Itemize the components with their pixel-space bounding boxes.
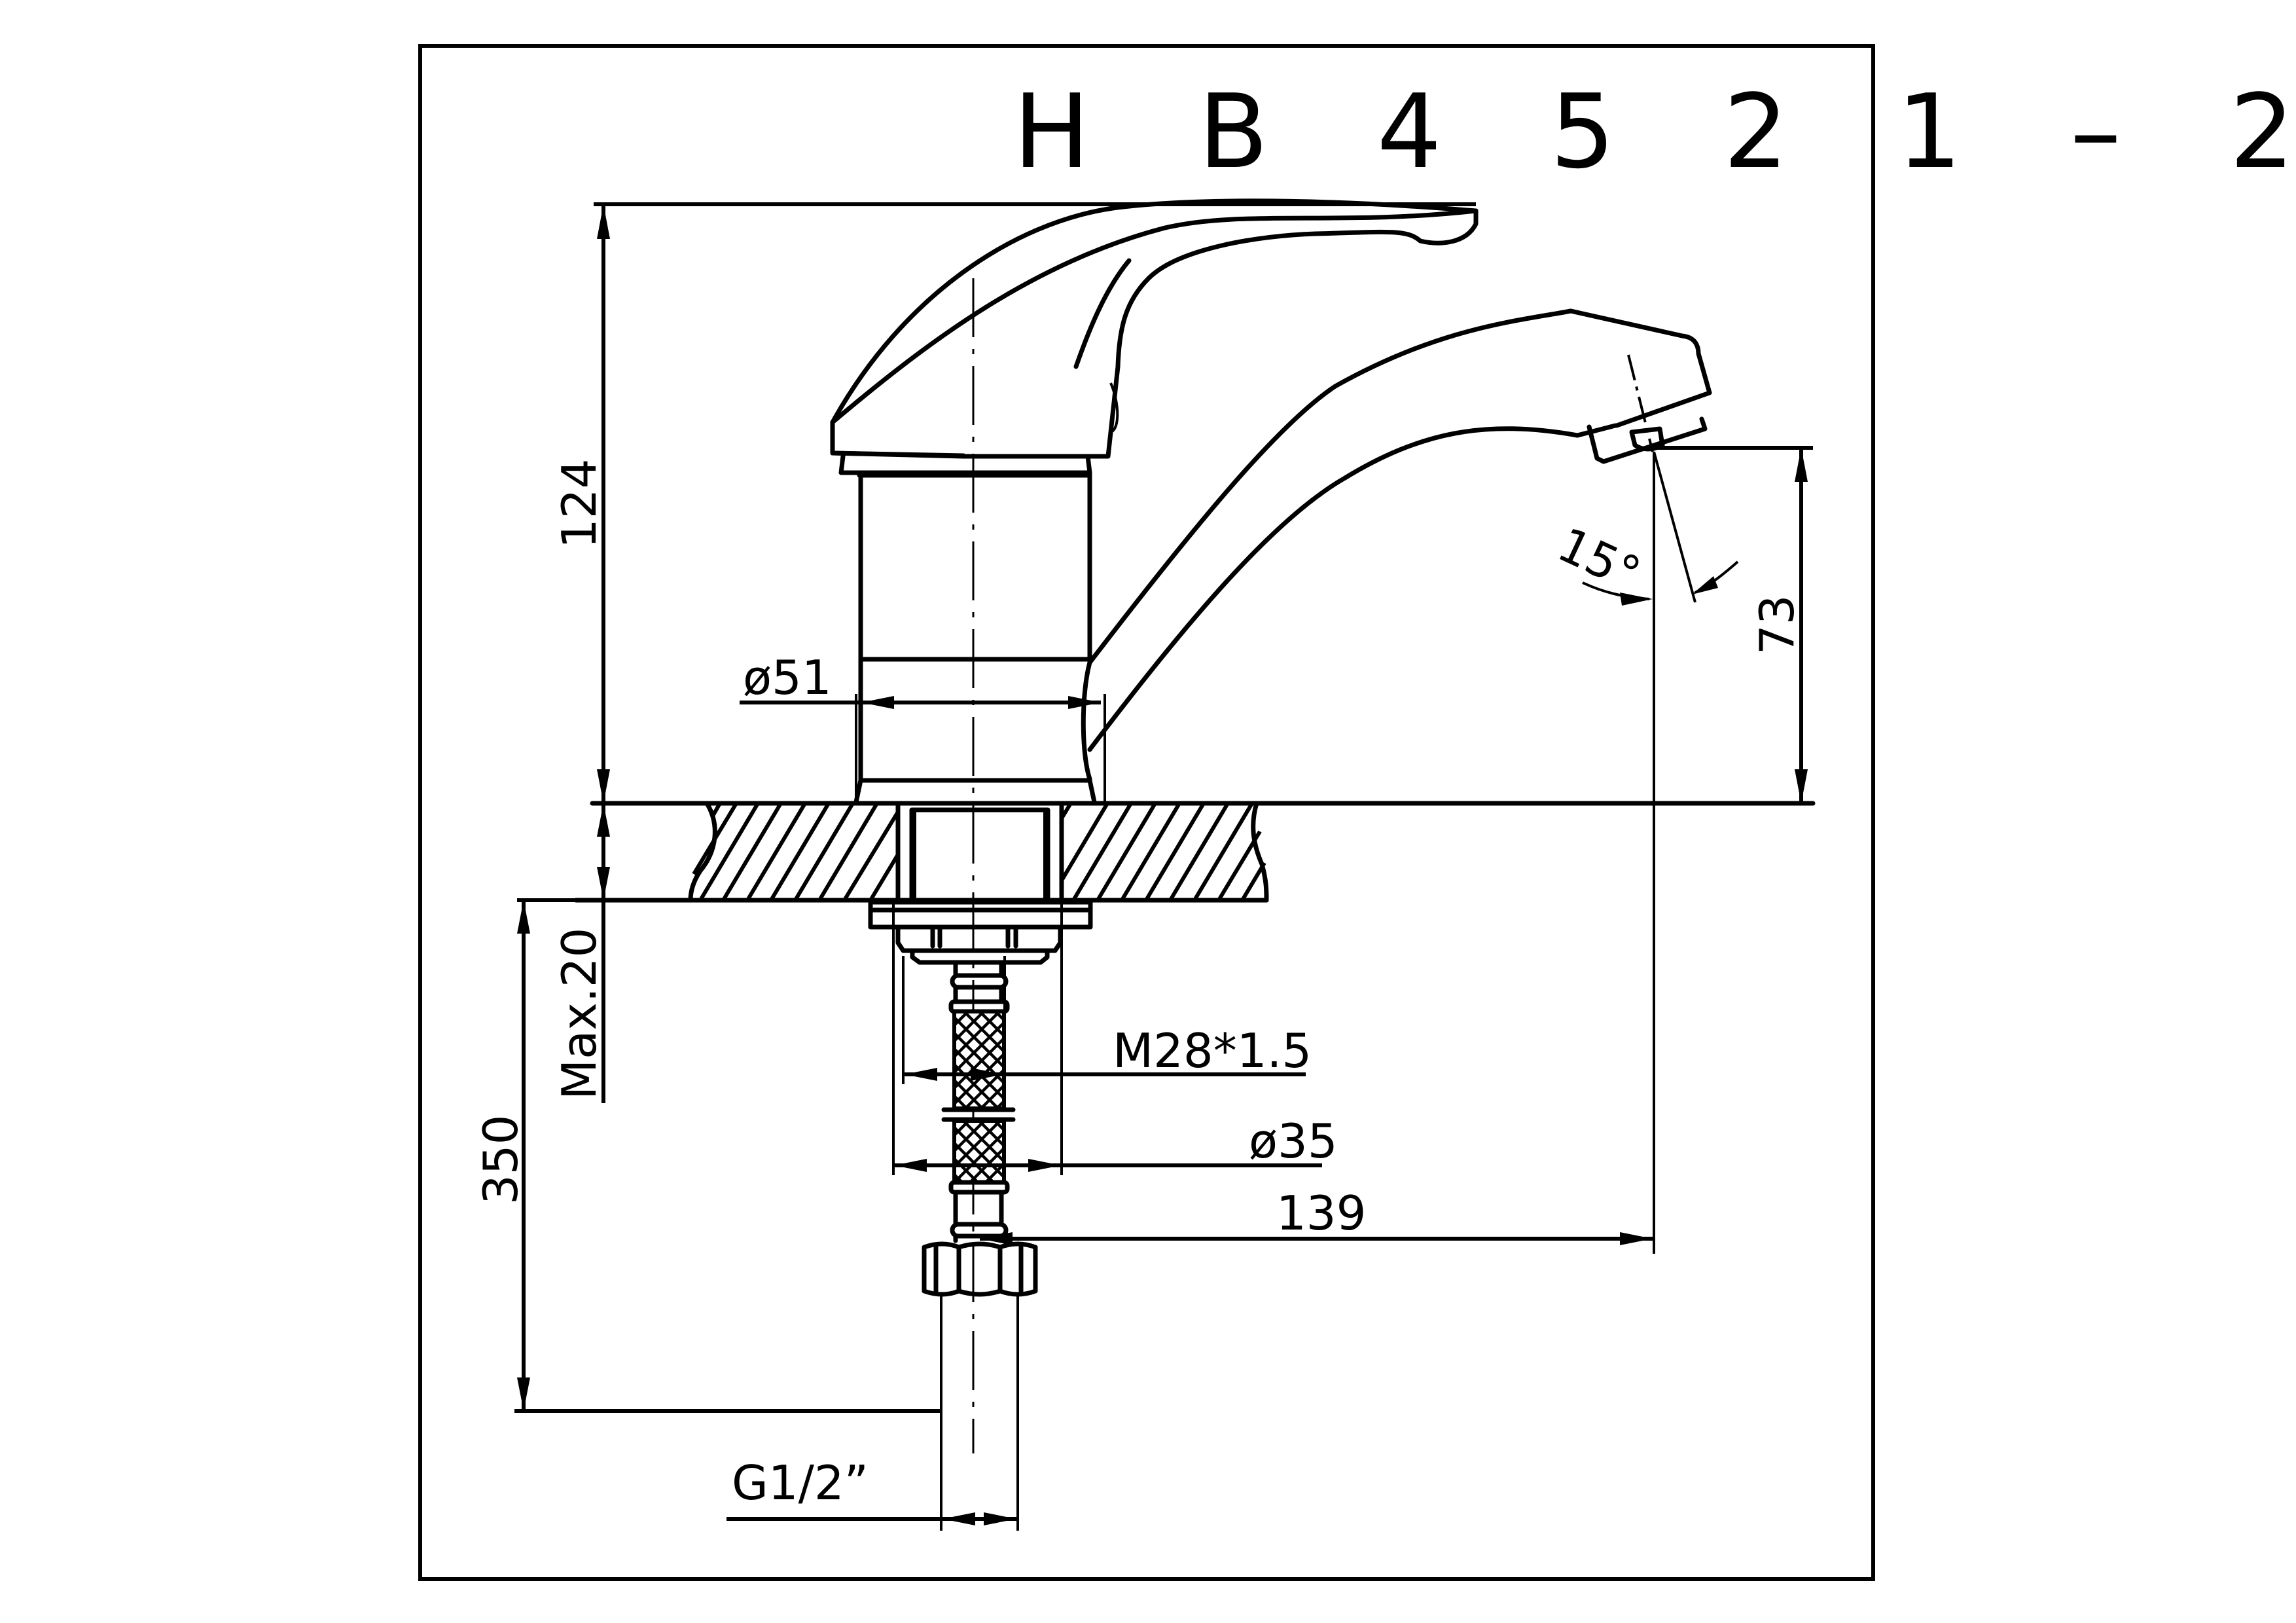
- hose-fitting-nut: [922, 1241, 1038, 1531]
- svg-text:ø51: ø51: [743, 650, 832, 705]
- dimension-mount-thread: M28*1.5: [902, 956, 1312, 1084]
- dimension-hose-length: 350: [473, 898, 942, 1413]
- section-hatching: [692, 802, 1266, 902]
- svg-text:M28*1.5: M28*1.5: [1113, 1023, 1312, 1078]
- model-number-title: H B 4 5 2 1 – 2: [1013, 72, 2296, 191]
- braided-hose: [941, 960, 1016, 1243]
- svg-text:Max.20: Max.20: [552, 928, 607, 1100]
- svg-text:139: 139: [1276, 1186, 1366, 1241]
- dimension-counter-thickness: Max.20: [552, 803, 610, 1103]
- svg-text:73: 73: [1749, 594, 1804, 655]
- svg-text:350: 350: [473, 1115, 528, 1205]
- mounting-nut: [868, 900, 1093, 965]
- countertop-section: [573, 801, 1816, 903]
- svg-text:124: 124: [552, 459, 607, 549]
- lever-handle: [830, 198, 1479, 459]
- svg-text:ø35: ø35: [1249, 1114, 1338, 1169]
- aerator: [1568, 308, 1712, 464]
- drawing-frame: [418, 44, 1875, 1581]
- dimension-spout-angle: 15°: [1550, 451, 1739, 1254]
- dimension-hole-diameter: ø35: [892, 903, 1338, 1175]
- dimension-total-height: 124: [552, 202, 1476, 803]
- faucet-drawing: [573, 198, 1816, 1531]
- svg-text:15°: 15°: [1550, 517, 1649, 602]
- spout: [1087, 308, 1580, 752]
- dimension-hose-connection: G1/2”: [726, 1455, 1018, 1525]
- dimension-body-diameter: ø51: [740, 650, 1106, 802]
- svg-text:G1/2”: G1/2”: [732, 1455, 869, 1510]
- dimension-spout-reach: 139: [980, 1186, 1653, 1245]
- dimension-spout-height: 73: [1656, 446, 1813, 803]
- cartridge-body: [838, 454, 1097, 805]
- threaded-shank: [909, 807, 1050, 903]
